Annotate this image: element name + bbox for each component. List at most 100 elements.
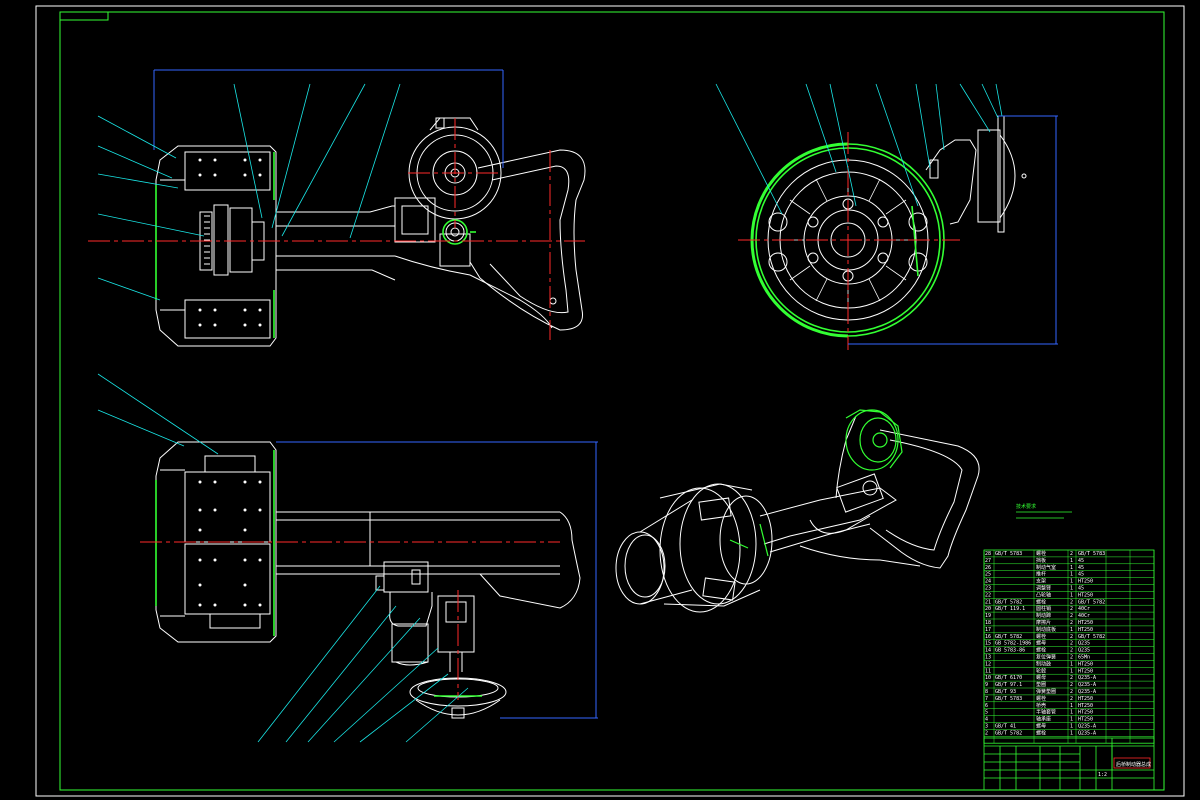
parts-table-cell: Q235-A [1078,730,1096,736]
parts-table-cell: 45 [1078,558,1084,564]
front-view-dimension [153,69,504,168]
parts-table-cell: 45 [1078,586,1084,592]
parts-table-cell: 螺栓 [1036,729,1046,736]
parts-table-cell: 2 [1070,641,1073,647]
parts-table-cell: 4 [985,717,988,723]
inner-border [59,11,1165,791]
parts-table-cell: Q235-A [1078,724,1096,730]
parts-table-cell: 2 [1070,634,1073,640]
front-view-leaders [97,83,401,301]
parts-table-cell: 支架 [1036,578,1046,585]
parts-table-cell: HT250 [1078,620,1093,626]
parts-table-cell: GB/T 97.1 [995,682,1022,688]
parts-table-cell: 20 [985,606,991,612]
title-block [983,737,1155,791]
parts-table-cell: 3 [985,724,988,730]
parts-table-cell: Q235-A [1078,689,1096,695]
front-view-centerlines [88,118,585,340]
parts-table-cell: 1 [1070,592,1073,598]
parts-table-cell: 制动底板 [1036,626,1056,633]
parts-table-cell: 制动蹄 [1036,612,1051,619]
parts-table-cell: 2 [1070,551,1073,557]
parts-table-cell: 22 [985,592,991,598]
front-section-view [155,117,586,347]
parts-table-cell: 13 [985,655,991,661]
parts-table-cell: 2 [1070,675,1073,681]
parts-table-cell: 10 [985,675,991,681]
side-view-centerlines [738,132,960,350]
parts-table-cell: GB/T 93 [995,689,1016,695]
parts-table-cell: HT250 [1078,627,1093,633]
parts-table-cell: 1 [1070,565,1073,571]
parts-table-cell: HT250 [1078,661,1093,667]
parts-table-cell: GB/T 5782 [995,730,1022,736]
parts-table-cell: 半轴套管 [1036,709,1056,716]
isometric-view-highlight [729,409,903,557]
parts-table-cell: 制动鼓 [1036,660,1051,667]
parts-table-cell: GB/T 5783 [995,696,1022,702]
parts-table-cell: 1 [1070,703,1073,709]
parts-table-cell: 轮毂 [1036,667,1046,674]
parts-table-cell: Q235-A [1078,675,1096,681]
parts-table-cell: HT250 [1078,592,1093,598]
parts-table-cell: 23 [985,586,991,592]
parts-table-cell: 2 [985,730,988,736]
parts-table-cell: 螺母 [1036,674,1046,681]
parts-table-cell: 65Mn [1078,655,1090,661]
parts-table-cell: HT250 [1078,717,1093,723]
parts-table-cell: Q235 [1078,648,1090,654]
parts-table-cell: 28 [985,551,991,557]
parts-table-cell: 螺母 [1036,723,1046,730]
corner-tag [59,11,109,21]
parts-table-cell: GB/T 5783 [1078,551,1105,557]
parts-table-cell: 11 [985,668,991,674]
parts-table-cell: GB 5783-86 [995,648,1025,654]
parts-table-cell: 45 [1078,565,1084,571]
drawing-scale: 1:2 [1098,772,1107,778]
parts-table-cell: GB/T 5782 [1078,634,1105,640]
parts-table-cell: 挡板 [1036,557,1046,564]
outer-border [35,5,1185,797]
technical-notes-title: 技术要求 [1016,503,1036,510]
parts-table-cell: Q235 [1078,641,1090,647]
parts-table-cell: GB/T 5783 [995,551,1022,557]
parts-table-cell: 27 [985,558,991,564]
parts-table-cell: 17 [985,627,991,633]
side-view [767,115,1027,321]
parts-table-cell: HT250 [1078,668,1093,674]
parts-table-cell: 2 [1070,606,1073,612]
parts-table-cell: HT250 [1078,696,1093,702]
parts-table-cell: GB/T 6170 [995,675,1022,681]
parts-table-cell: GB/T 5782 [1078,599,1105,605]
parts-table-cell: 1 [1070,710,1073,716]
parts-table-cell: 40Cr [1078,606,1090,612]
side-view-dimension [848,115,1058,345]
parts-table-cell: 8 [985,689,988,695]
parts-table-cell: 1 [1070,627,1073,633]
parts-table-cell: 9 [985,682,988,688]
parts-table-cell: 垫圈 [1036,681,1046,688]
parts-table-cell: 21 [985,599,991,605]
parts-table-cell: 2 [1070,599,1073,605]
top-view [155,441,581,719]
parts-table-cell: 12 [985,661,991,667]
parts-table-cell: 2 [1070,696,1073,702]
parts-table-cell: HT250 [1078,579,1093,585]
parts-table-cell: 螺栓 [1036,633,1046,640]
front-view-highlight [155,152,476,338]
parts-table-cell: 2 [1070,648,1073,654]
parts-table-cell: 推杆 [1036,571,1046,578]
parts-table-cell: GB/T 5782 [995,599,1022,605]
parts-table-cell: GB/T 41 [995,724,1016,730]
parts-table-cell: 25 [985,572,991,578]
parts-table-cell: 圆柱销 [1036,605,1051,612]
parts-table-cell: 凸轮轴 [1036,591,1051,598]
parts-table-cell: 45 [1078,572,1084,578]
parts-table-cell: 螺栓 [1036,647,1046,654]
top-view-highlight [155,450,482,697]
parts-table-cell: 制动气室 [1036,564,1056,571]
parts-table-cell: 2 [1070,620,1073,626]
